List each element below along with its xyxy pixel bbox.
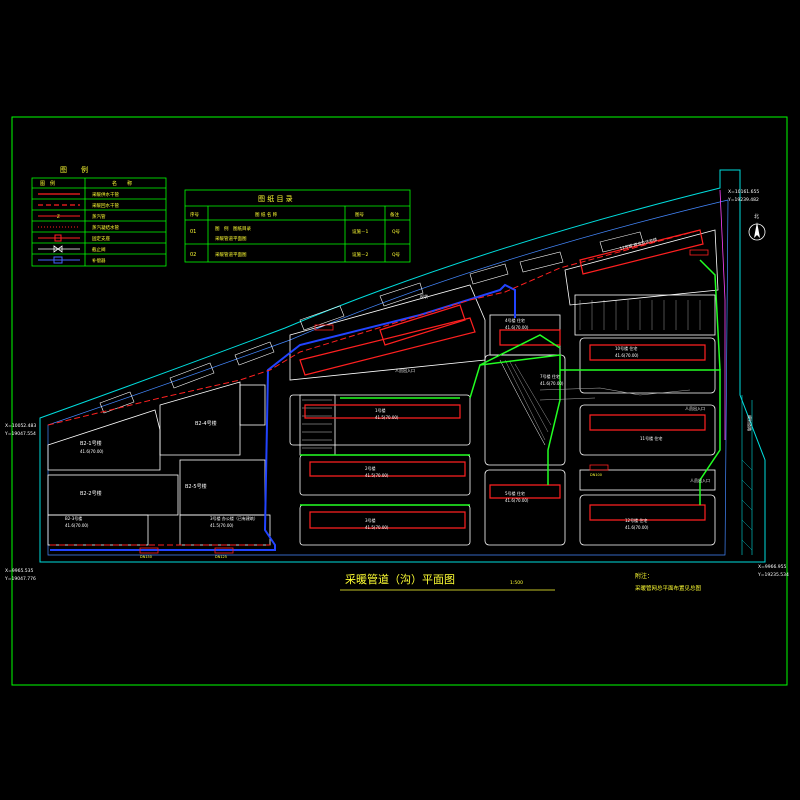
note-text: 采暖管网总平面布置见总图 [635,584,702,592]
north-buildings [99,231,644,414]
drawing-list-r2-note: Q号 [392,252,401,258]
center-block [484,314,566,546]
coord-bl-x: X=9965.535 [5,568,33,574]
label-mid-1: 1号楼 [375,407,386,413]
label-c3-elev: 41.6(70.00) [540,381,564,386]
drawing-list-table [184,189,411,263]
label-c1-elev: 41.6(70.00) [505,325,529,330]
legend-item-1: 采暖供水干管 [92,191,119,198]
drawing-list-r2-no: 02 [190,252,196,258]
branch-lines-green [300,259,721,506]
right-block [564,229,719,546]
label-r3: 12号楼 住宅 [625,517,647,523]
label-c2-elev: 41.6(70.00) [505,498,529,503]
legend-item-3: 蒸汽管 [92,213,106,220]
label-r1-elev: 41.6(70.00) [615,353,639,358]
drawing-list-h-name: 图 纸 名 称 [255,211,278,218]
north-label: 北 [754,213,759,220]
label-b2-5: B2-5号楼 [185,483,207,490]
label-c1: 4号楼 住宅 [505,317,525,323]
drawing-list-r1-note: Q号 [392,229,401,235]
label-b2-2: B2-2号楼 [80,490,102,497]
coord-l-x: X=10052.483 [5,423,36,429]
drawing-list-h-note: 备注 [390,211,399,218]
drawing-list-r1-code: 设施－1 [352,228,368,235]
drawing-list-r2-name: 采暖管道平面图 [215,251,247,258]
label-exist: 现状 [420,293,428,299]
coord-bl-y: Y=19047.776 [4,576,36,582]
label-b3-elev: 41.5(70.00) [210,523,234,528]
coord-tr-x: X=10161.655 [728,189,759,195]
label-entrance-2: 人员出入口 [685,405,705,411]
label-c3: 7号楼 住宅 [540,373,560,379]
pipe-gray [539,387,691,401]
legend-header-symbol: 图 例 [40,180,55,187]
label-b2-1: B2-1号楼 [80,440,102,447]
label-road: 规划道路 [747,415,753,431]
label-b2-4: B2-4号楼 [195,420,217,427]
label-r3-elev: 41.6(70.00) [625,525,649,530]
legend-title: 图 例 [60,165,88,174]
label-mid-2: 2号楼 [365,465,376,471]
legend-item-5: 固定支座 [92,235,110,242]
coord-l-y: Y=19047.554 [4,431,36,437]
label-b2-1-elev: 41.6(70.00) [80,449,104,454]
drawing-list-h-code: 图号 [355,212,364,218]
drawing-scale: 1:500 [510,580,523,586]
return-main-red [47,229,701,546]
red-tags [139,249,709,554]
drawing-list-r2-code: 设施－2 [352,251,368,258]
label-dim1: DN150 [140,555,152,559]
drawing-list-r1-name2: 采暖管道平面图 [215,235,247,242]
label-dim3: DN100 [590,473,602,477]
site-inner-boundary [47,199,729,556]
label-r2: 11号楼 住宅 [640,435,662,441]
drawing-list-title: 图 纸 目 录 [258,194,293,203]
label-mid-2-elev: 41.5(70.00) [365,473,389,478]
label-b2-3: B2-3号楼 [65,515,82,521]
coord-br-x: X=9966.955 [758,564,786,570]
road-edge [741,395,753,555]
coord-br-y: Y=19235.534 [757,572,789,578]
legend-item-4: 蒸汽凝结水管 [92,224,119,231]
site-boundary [39,169,766,563]
legend-header-name: 名 称 [112,180,132,187]
label-b2-3-elev: 41.6(70.00) [65,523,89,528]
legend-item-6: 截止阀 [92,246,106,253]
north-arrow-icon [748,222,766,241]
coord-tr-y: Y=19239.482 [727,197,759,203]
heated-buildings [299,229,706,529]
legend-table [31,177,167,267]
label-dim2: DN125 [215,555,227,559]
legend-item-7: 补偿器 [92,257,106,264]
drawing-list-h-no: 序号 [190,211,199,218]
label-entrance-1: 人员出入口 [395,367,415,373]
label-mid-1-elev: 41.5(70.00) [375,415,399,420]
drawing-list-r1-name: 图 例 图纸目录 [215,225,251,232]
drawing-title: 采暖管道（沟）平面图 [345,572,455,586]
pipe-magenta [719,189,726,440]
drawing-list-r1-no: 01 [190,229,196,235]
note-title: 附注： [635,572,653,580]
svg-text:Z: Z [57,214,60,219]
drawing-border [11,116,788,686]
label-b3: 3号楼 办公楼（已有建筑） [210,515,258,521]
label-c2: 5号楼 住宅 [505,490,525,496]
road-hatch [741,459,753,551]
label-r1: 10号楼 住宅 [615,345,637,351]
label-entrance-3: 人员出入口 [690,477,710,483]
label-mid-3-elev: 41.5(70.00) [365,525,389,530]
label-mid-3: 3号楼 [365,517,376,523]
legend-item-2: 采暖回水干管 [92,202,119,209]
legend-symbols: Z [38,193,80,264]
supply-main-blue [50,283,516,551]
